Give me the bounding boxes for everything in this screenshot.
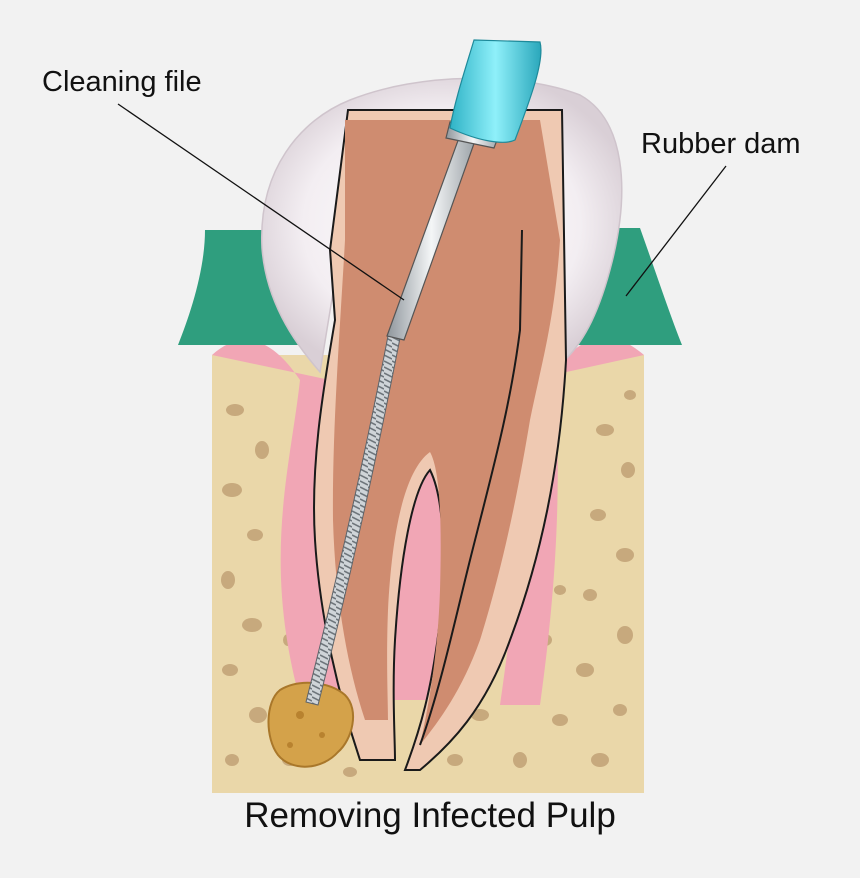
rubber-dam-label: Rubber dam [641, 128, 801, 160]
pulp-chamber [332, 120, 560, 745]
cleaning-file-instrument [305, 39, 542, 706]
gingiva [212, 340, 345, 700]
cleaning-file-leader [117, 103, 405, 301]
cleaning-file-label: Cleaning file [42, 66, 202, 98]
diagram-caption: Removing Infected Pulp [244, 796, 616, 835]
root-canal-line [419, 229, 523, 746]
rubber-dam-leader [625, 165, 727, 297]
handpiece-handle [449, 39, 542, 143]
file-coil [305, 335, 401, 706]
